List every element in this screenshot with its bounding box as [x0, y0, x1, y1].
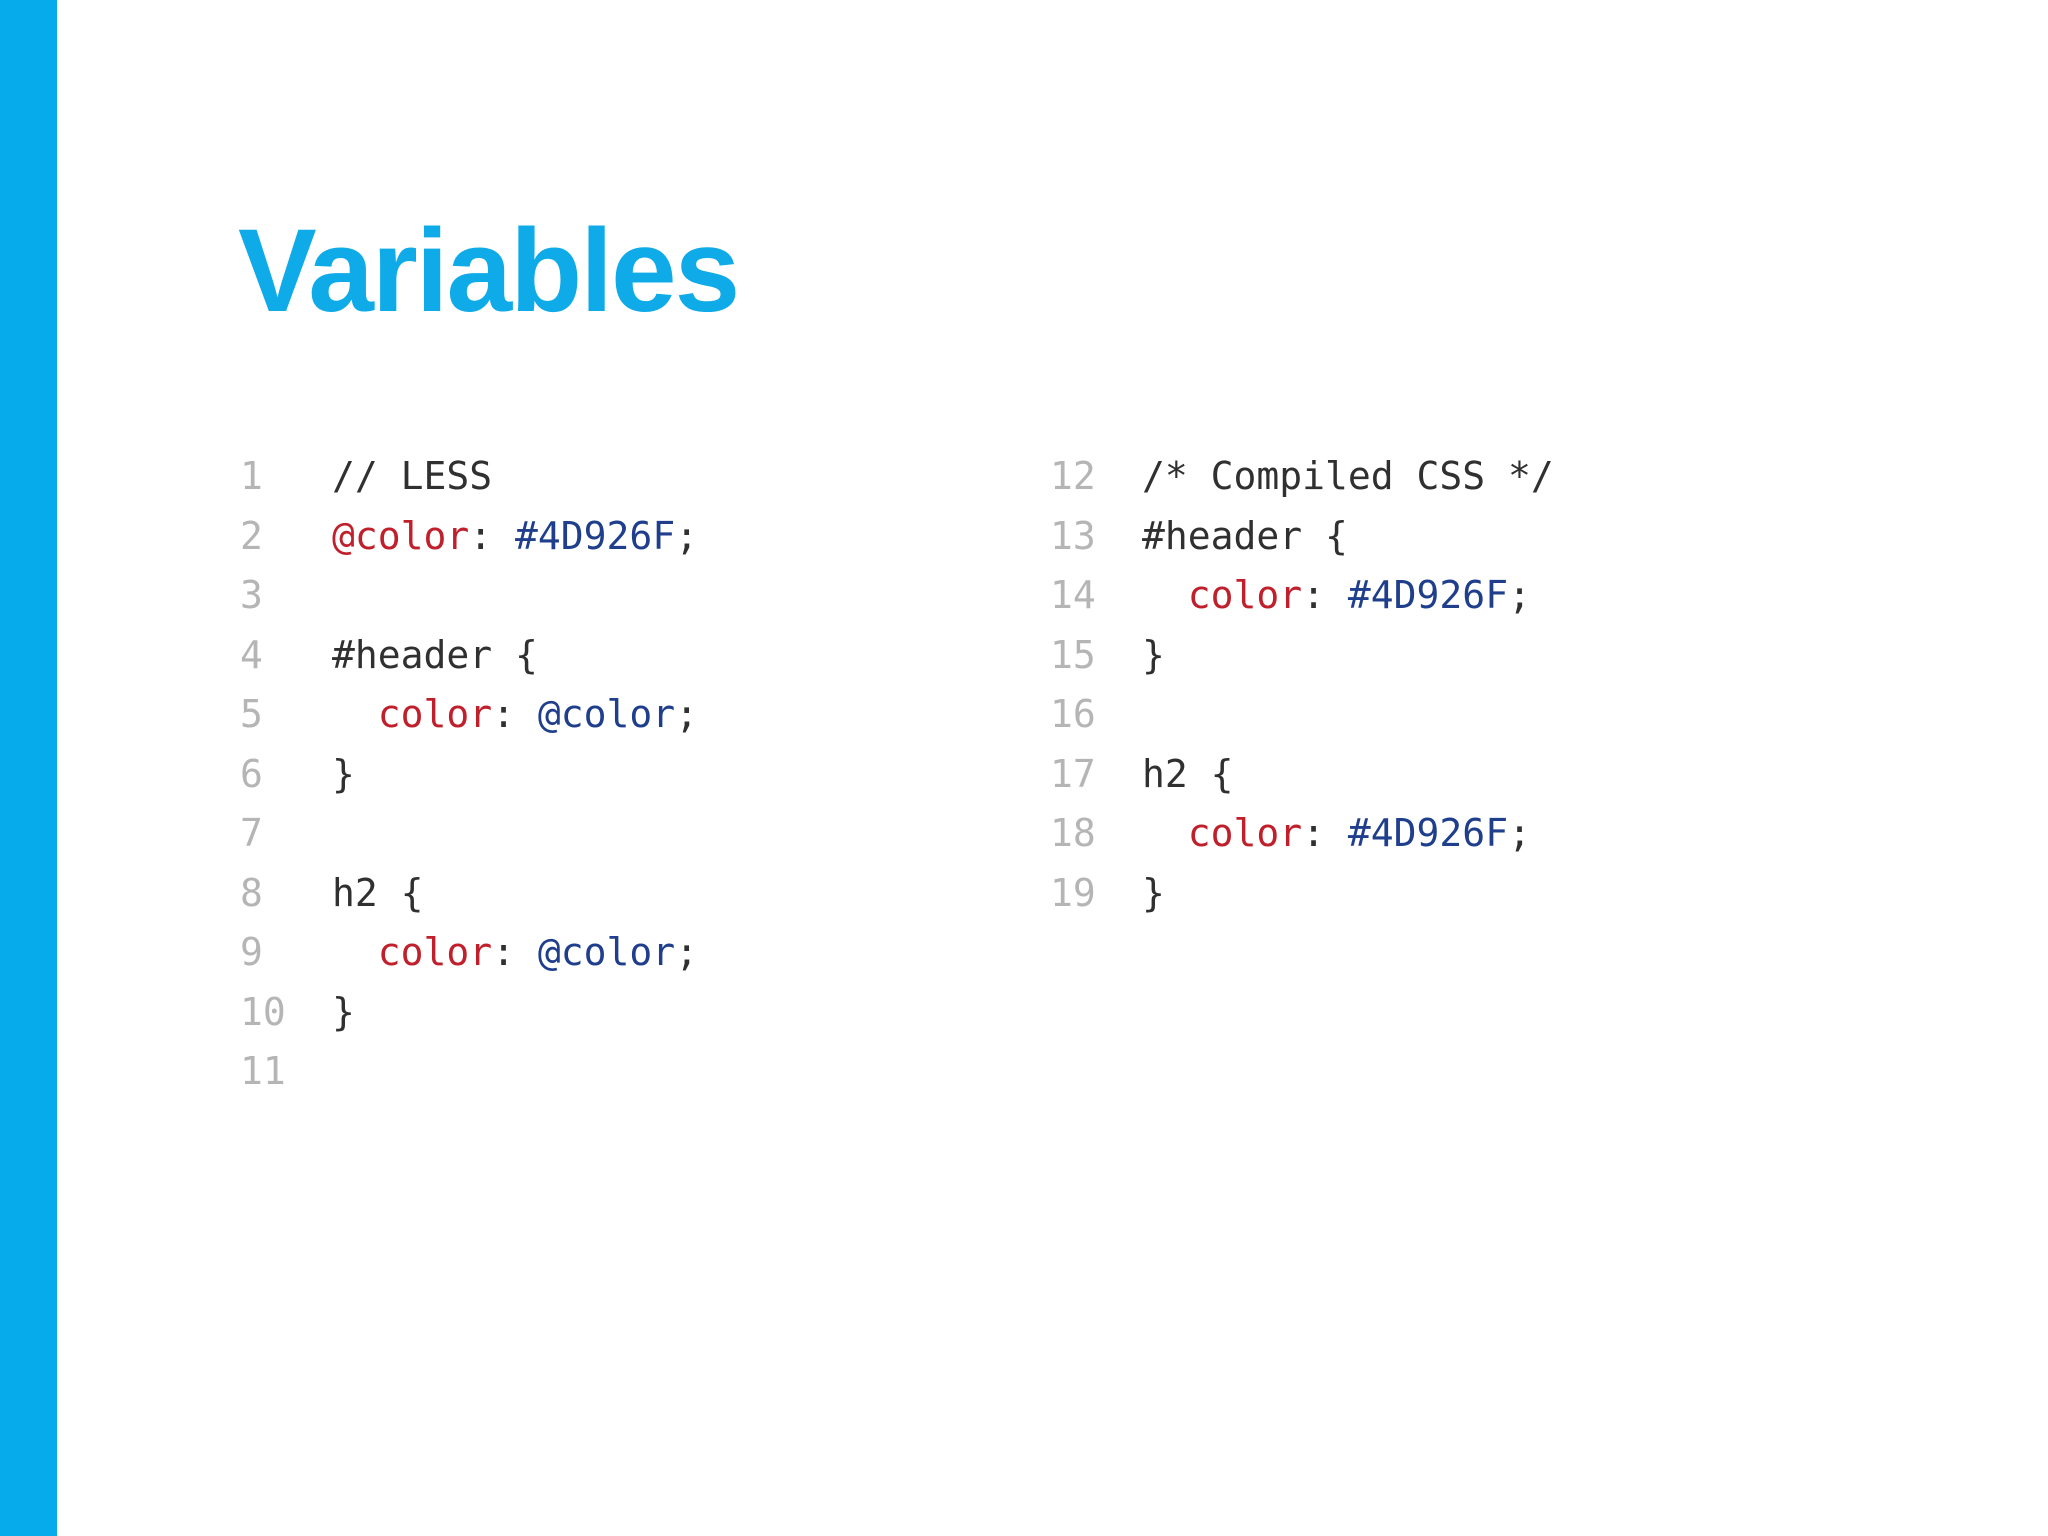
code-token-punct: ;: [675, 513, 699, 558]
line-number: 12: [1050, 454, 1096, 498]
code-line-text: }: [1142, 864, 1165, 924]
code-token-comment: // LESS: [332, 454, 493, 498]
code-line: 12 /* Compiled CSS */: [1050, 447, 1554, 507]
code-token-plain: }: [1142, 870, 1165, 915]
code-line: 7: [240, 804, 698, 864]
code-token-punct: ;: [675, 692, 699, 736]
code-line-text: }: [1142, 626, 1165, 686]
line-number: 19: [1050, 870, 1096, 915]
code-line: 8 h2 {: [240, 864, 698, 924]
line-number: 3: [240, 573, 263, 617]
code-line: 19}: [1050, 864, 1554, 924]
code-line: 13 #header {: [1050, 507, 1554, 567]
code-line: 5 color: @color;: [240, 685, 698, 745]
code-token-prop: color: [1187, 573, 1303, 617]
line-number: 13: [1050, 513, 1096, 558]
code-token-punct: :: [1302, 811, 1348, 855]
code-token-value: @color: [537, 692, 676, 736]
code-token-plain: }: [1142, 632, 1165, 677]
code-line-text: color: #4D926F;: [1142, 804, 1531, 864]
code-line: 10}: [240, 983, 698, 1043]
code-line-text: #header {: [1142, 507, 1348, 567]
code-token-plain: }: [332, 989, 355, 1034]
code-line-text: @color: #4D926F;: [332, 507, 698, 567]
code-token-punct: :: [492, 692, 538, 736]
code-comparison: 1 // LESS 2 @color: #4D926F; 3 4 #header { 5 co…: [0, 447, 2048, 1147]
code-token-punct: ;: [1508, 811, 1531, 855]
code-token-punct: ;: [675, 930, 699, 974]
left-accent-bar: [0, 0, 57, 1536]
code-token-value: #4D926F: [1347, 573, 1509, 617]
code-line-text: // LESS: [332, 447, 492, 507]
line-number: 18: [1050, 811, 1096, 855]
code-line: 6}: [240, 745, 698, 805]
line-number: 7: [240, 811, 263, 855]
code-token-plain: #header {: [1142, 513, 1348, 558]
code-line: 1 // LESS: [240, 447, 698, 507]
code-token-var: @color: [332, 513, 470, 558]
code-token-value: #4D926F: [1347, 811, 1509, 855]
code-token-value: @color: [537, 930, 676, 974]
line-number: 1: [240, 454, 263, 498]
code-line-text: color: #4D926F;: [1142, 566, 1531, 626]
line-number: 5: [240, 692, 263, 736]
line-number: 15: [1050, 632, 1096, 677]
code-token-value: #4D926F: [515, 513, 676, 558]
code-block-less: 1 // LESS 2 @color: #4D926F; 3 4 #header { 5 co…: [240, 447, 698, 1102]
code-token-punct: ;: [1508, 573, 1531, 617]
code-line: 2 @color: #4D926F;: [240, 507, 698, 567]
code-line: 11: [240, 1042, 698, 1102]
code-token-plain: #header {: [332, 632, 538, 677]
code-token-punct: :: [1302, 573, 1348, 617]
line-number: 6: [240, 751, 263, 796]
code-token-punct: :: [469, 513, 516, 558]
line-number: 2: [240, 513, 263, 558]
code-token-plain: [332, 930, 378, 974]
code-line-text: #header {: [332, 626, 538, 686]
code-line-text: /* Compiled CSS */: [1142, 447, 1554, 507]
line-number: 16: [1050, 692, 1096, 736]
line-number: 4: [240, 632, 263, 677]
code-token-comment: /* Compiled CSS */: [1142, 454, 1554, 498]
code-line: 18 color: #4D926F;: [1050, 804, 1554, 864]
code-token-prop: color: [1187, 811, 1303, 855]
code-line: 15}: [1050, 626, 1554, 686]
code-line: 17 h2 {: [1050, 745, 1554, 805]
line-number: 17: [1050, 751, 1096, 796]
code-line-text: }: [332, 983, 355, 1043]
code-block-compiled-css: 12 /* Compiled CSS */ 13 #header { 14 color:…: [1050, 447, 1554, 923]
code-line: 9 color: @color;: [240, 923, 698, 983]
code-line: 4 #header {: [240, 626, 698, 686]
code-line: 3: [240, 566, 698, 626]
code-token-plain: h2 {: [332, 870, 424, 915]
code-line-text: h2 {: [332, 864, 424, 924]
code-token-plain: }: [332, 751, 355, 796]
line-number: 11: [240, 1049, 286, 1093]
code-token-prop: color: [377, 930, 493, 974]
code-token-plain: [332, 692, 378, 736]
code-line: 16: [1050, 685, 1554, 745]
code-line: 14 color: #4D926F;: [1050, 566, 1554, 626]
code-token-punct: :: [492, 930, 538, 974]
code-line-text: color: @color;: [332, 685, 698, 745]
line-number: 10: [240, 989, 286, 1034]
code-line-text: h2 {: [1142, 745, 1234, 805]
code-line-text: color: @color;: [332, 923, 698, 983]
code-line-text: }: [332, 745, 355, 805]
code-token-plain: h2 {: [1142, 751, 1234, 796]
code-token-plain: [1142, 573, 1188, 617]
page-title: Variables: [238, 205, 740, 337]
line-number: 9: [240, 930, 263, 974]
code-token-prop: color: [377, 692, 493, 736]
line-number: 8: [240, 870, 263, 915]
code-token-plain: [1142, 811, 1188, 855]
line-number: 14: [1050, 573, 1096, 617]
